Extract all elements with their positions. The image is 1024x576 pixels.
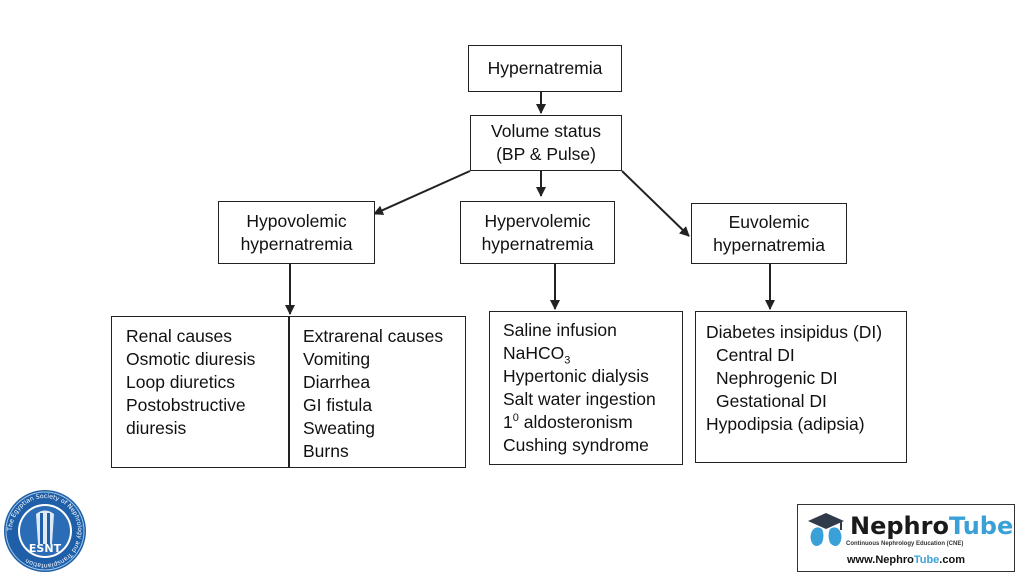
cause-saline-infusion: Saline infusion xyxy=(503,320,617,340)
renal-cause-item: Postobstructive xyxy=(126,395,246,415)
cause-salt-water-ingestion: Salt water ingestion xyxy=(503,389,656,409)
hypervolemic-line1: Hypervolemic xyxy=(484,210,591,231)
hypervolemic-causes-box: Saline infusion NaHCO3 Hypertonic dialys… xyxy=(489,311,683,465)
cause-hypodipsia: Hypodipsia (adipsia) xyxy=(706,414,865,434)
cause-hypertonic-dialysis: Hypertonic dialysis xyxy=(503,366,649,386)
renal-cause-item: Osmotic diuresis xyxy=(126,349,256,369)
nephrotube-logo: NephroTube Continuous Nephrology Educati… xyxy=(797,504,1015,572)
hypernatremia-label: Hypernatremia xyxy=(487,58,603,78)
extrarenal-causes-heading: Extrarenal causes xyxy=(303,326,444,346)
cause-diabetes-insipidus: Diabetes insipidus (DI) xyxy=(706,322,883,342)
volume-status-line1: Volume status xyxy=(491,121,601,141)
renal-cause-item: Loop diuretics xyxy=(126,372,235,392)
hypernatremia-node: Hypernatremia xyxy=(468,45,622,92)
renal-causes-heading: Renal causes xyxy=(126,326,233,346)
renal-cause-item: diuresis xyxy=(126,418,187,438)
extrarenal-cause-item: GI fistula xyxy=(303,395,373,415)
hypovolemic-line2: hypernatremia xyxy=(240,233,353,254)
arrow-volume-to-hypovolemic xyxy=(373,170,471,215)
hypovolemic-line1: Hypovolemic xyxy=(246,210,347,231)
nephrotube-subtitle: Continuous Nephrology Education (CNE) xyxy=(846,541,964,547)
cause-nahco3: NaHCO3 xyxy=(503,343,571,367)
renal-causes-box: Renal causes Osmotic diuresis Loop diure… xyxy=(111,316,289,468)
cause-cushing-syndrome: Cushing syndrome xyxy=(503,435,649,455)
euvolemic-line2: hypernatremia xyxy=(713,234,825,255)
nephrotube-url: www.NephroTube.com xyxy=(847,554,965,566)
volume-status-line2: (BP & Pulse) xyxy=(496,144,596,164)
graduation-cap-kidney-icon xyxy=(808,513,844,546)
cause-primary-aldosteronism: 10 aldosteronism xyxy=(503,412,633,432)
extrarenal-cause-item: Vomiting xyxy=(303,349,371,369)
esnt-initials: ESNT xyxy=(29,542,62,555)
arrow-volume-to-euvolemic xyxy=(621,170,690,237)
extrarenal-cause-item: Sweating xyxy=(303,418,375,438)
extrarenal-causes-box: Extrarenal causes Vomiting Diarrhea GI f… xyxy=(289,316,466,468)
nephrotube-name: NephroTube xyxy=(850,512,1014,540)
cause-nephrogenic-di: Nephrogenic DI xyxy=(716,368,838,388)
hypervolemic-node: Hypervolemic hypernatremia xyxy=(460,201,615,264)
hypovolemic-node: Hypovolemic hypernatremia xyxy=(218,201,375,264)
euvolemic-node: Euvolemic hypernatremia xyxy=(691,203,847,264)
volume-status-node: Volume status (BP & Pulse) xyxy=(470,115,622,171)
extrarenal-cause-item: Burns xyxy=(303,441,349,461)
cause-gestational-di: Gestational DI xyxy=(716,391,827,411)
esnt-logo: The Egyptian Society of Nephrology and T… xyxy=(4,490,86,572)
euvolemic-line1: Euvolemic xyxy=(728,211,810,232)
euvolemic-causes-box: Diabetes insipidus (DI) Central DI Nephr… xyxy=(695,311,907,463)
extrarenal-cause-item: Diarrhea xyxy=(303,372,371,392)
cause-central-di: Central DI xyxy=(716,345,795,365)
hypervolemic-line2: hypernatremia xyxy=(481,233,594,254)
